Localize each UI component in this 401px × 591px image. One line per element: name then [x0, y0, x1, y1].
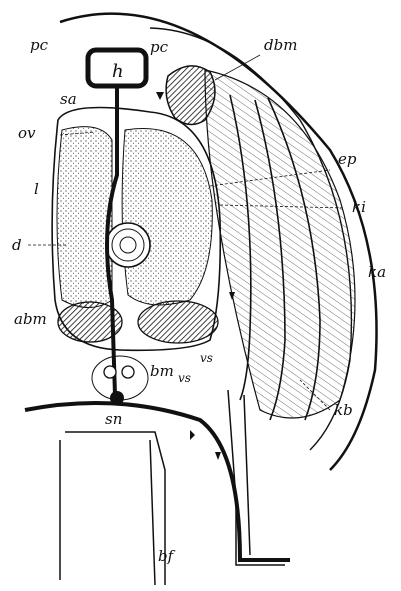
label-d: d — [12, 238, 22, 253]
label-ki: ki — [352, 200, 366, 215]
ventral-line — [25, 403, 290, 560]
label-pc-left: pc — [30, 38, 48, 53]
label-pc-right: pc — [150, 40, 168, 55]
label-ka: ka — [368, 265, 386, 280]
heart-letter: h — [112, 61, 124, 82]
abm-right — [138, 301, 218, 343]
label-ep: ep — [338, 152, 356, 167]
label-sn: sn — [105, 412, 122, 427]
label-ov: ov — [18, 126, 36, 141]
label-bf: bf — [158, 549, 173, 564]
label-bm: bm — [150, 364, 174, 379]
label-vs-right: vs — [200, 352, 213, 364]
label-kb: kb — [334, 403, 353, 418]
intestine — [106, 223, 150, 267]
label-dbm: dbm — [264, 38, 297, 53]
dorsal-muscle — [166, 66, 215, 125]
label-l: l — [34, 182, 39, 197]
label-sa: sa — [60, 92, 77, 107]
label-abm: abm — [14, 312, 47, 327]
liver-right — [122, 128, 212, 304]
label-vs-sub: vs — [178, 372, 191, 384]
ovary-left — [57, 127, 112, 308]
